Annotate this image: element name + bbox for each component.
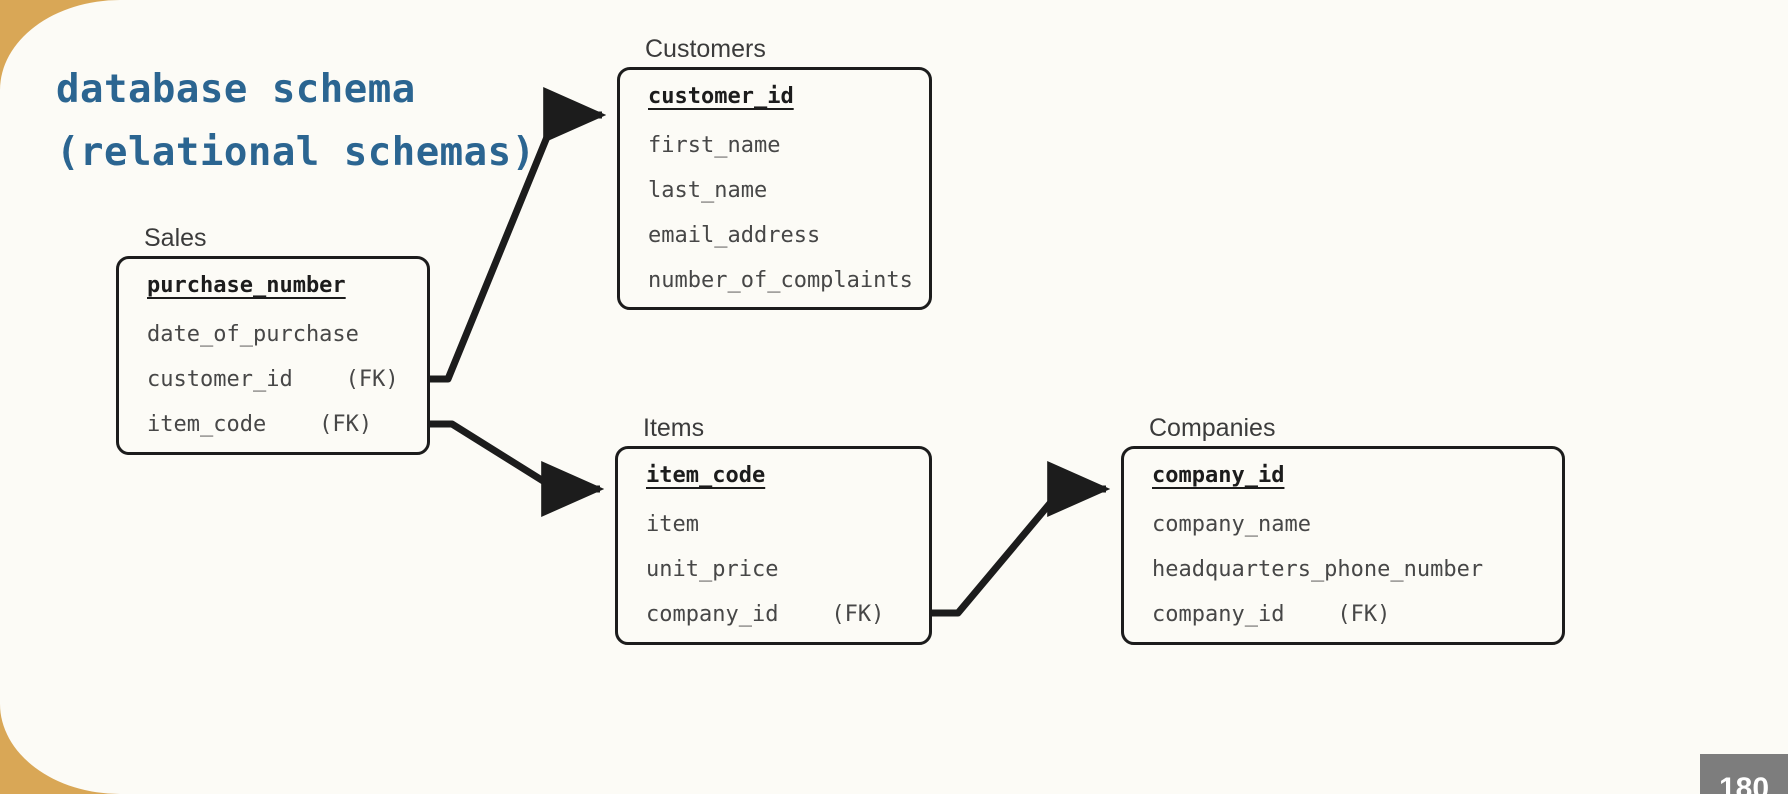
field-items-item-code: item_code <box>646 463 766 488</box>
entity-items-box: item_code item unit_price company_id (FK… <box>615 446 932 645</box>
entity-customers[interactable]: Customers customer_id first_name last_na… <box>617 35 932 310</box>
field-customers-number-of-complaints: number_of_complaints <box>648 268 913 293</box>
field-companies-company-name: company_name <box>1152 512 1311 537</box>
entity-sales[interactable]: Sales purchase_number date_of_purchase c… <box>116 224 430 455</box>
field-items-company-id: company_id (FK) <box>646 602 885 627</box>
entity-items-title: Items <box>643 414 705 442</box>
entity-companies-title: Companies <box>1149 414 1276 442</box>
connector-items-to-companies <box>932 461 1111 617</box>
field-customers-email-address: email_address <box>648 223 821 248</box>
field-sales-purchase-number: purchase_number <box>147 273 346 298</box>
field-sales-date-of-purchase: date_of_purchase <box>147 322 359 347</box>
field-customers-customer-id: customer_id <box>648 84 794 109</box>
entity-customers-box: customer_id first_name last_name email_a… <box>617 67 932 310</box>
field-sales-customer-id: customer_id (FK) <box>147 367 399 392</box>
entity-companies-box: company_id company_name headquarters_pho… <box>1121 446 1565 645</box>
entity-sales-box: purchase_number date_of_purchase custome… <box>116 256 430 455</box>
entity-sales-title: Sales <box>144 224 207 252</box>
entity-companies[interactable]: Companies company_id company_name headqu… <box>1121 414 1565 645</box>
entity-items[interactable]: Items item_code item unit_price company_… <box>615 414 932 645</box>
field-sales-item-code: item_code (FK) <box>147 412 373 437</box>
field-items-unit-price: unit_price <box>646 557 779 582</box>
entity-customers-title: Customers <box>645 35 766 63</box>
page-number-badge: 180 <box>1700 754 1788 794</box>
field-companies-company-id-fk: company_id (FK) <box>1152 602 1391 627</box>
field-items-item: item <box>646 512 699 537</box>
field-customers-first-name: first_name <box>648 133 781 158</box>
field-companies-headquarters-phone-number: headquarters_phone_number <box>1152 557 1484 582</box>
connector-sales-to-items <box>430 420 605 517</box>
field-customers-last-name: last_name <box>648 178 768 203</box>
connector-sales-to-customers <box>430 87 607 383</box>
field-companies-company-id: company_id <box>1152 463 1285 488</box>
slide-title: database schema (relational schemas) <box>56 67 536 176</box>
